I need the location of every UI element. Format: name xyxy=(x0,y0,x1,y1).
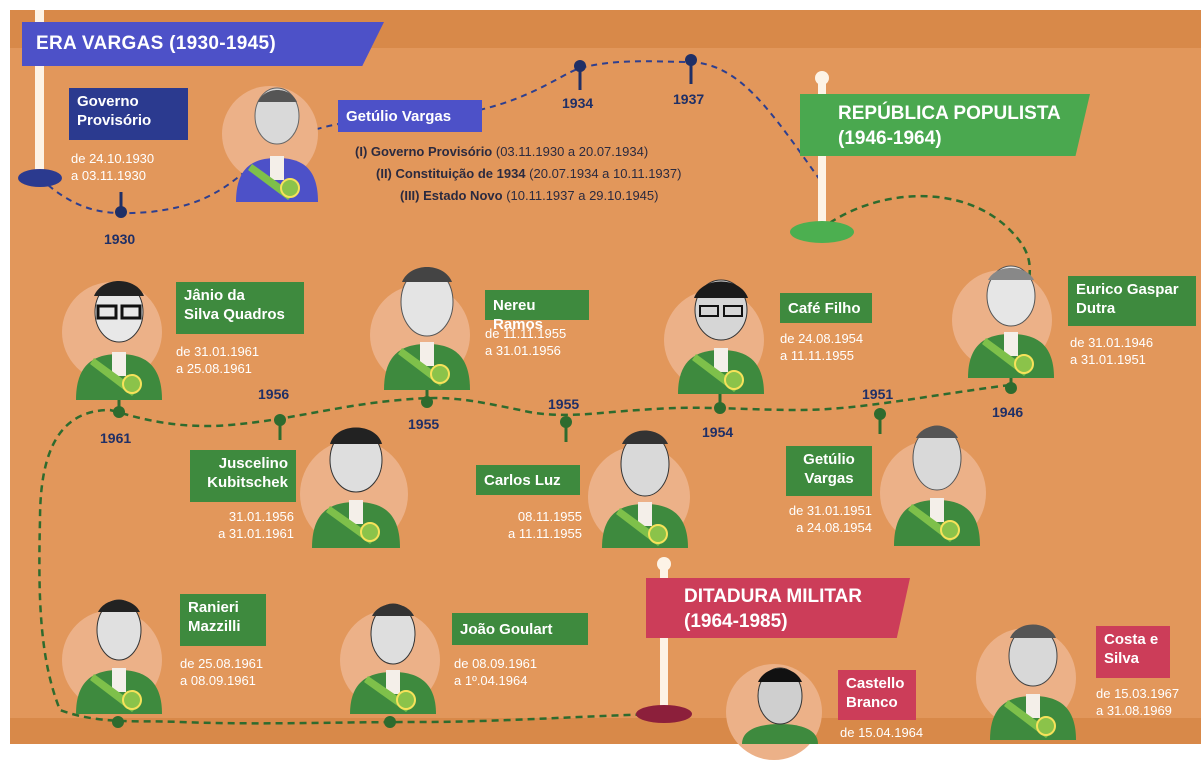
year-1961: 1961 xyxy=(100,430,132,446)
timeline-stage: ERA VARGAS (1930-1945) Governo Provisóri… xyxy=(10,10,1201,760)
janio-portrait xyxy=(76,281,162,400)
year-1946: 1946 xyxy=(992,404,1024,420)
getulio-vargas-2-portrait xyxy=(894,425,980,546)
period-1: (I) Governo Provisório (03.11.1930 a 20.… xyxy=(355,144,649,159)
era-vargas-banner: ERA VARGAS (1930-1945) xyxy=(22,22,384,66)
castello-portrait xyxy=(742,667,818,744)
year-1955-a: 1955 xyxy=(408,416,440,432)
ditadura-title-1: DITADURA MILITAR xyxy=(684,586,863,607)
year-1951: 1951 xyxy=(862,386,894,402)
period-3: (III) Estado Novo (10.11.1937 a 29.10.19… xyxy=(400,188,659,203)
getulio-vargas-portrait xyxy=(236,87,318,202)
jk-portrait xyxy=(312,427,400,548)
year-1937: 1937 xyxy=(673,91,705,107)
carlos-luz-portrait xyxy=(602,430,688,548)
ditadura-militar-banner: DITADURA MILITAR (1964-1985) xyxy=(646,578,910,638)
costa-portrait xyxy=(990,624,1076,740)
period-2: (II) Constituição de 1934 (20.07.1934 a … xyxy=(376,166,682,181)
year-1954: 1954 xyxy=(702,424,734,440)
cafe-portrait xyxy=(678,279,764,394)
era-vargas-title: ERA VARGAS (1930-1945) xyxy=(36,33,276,54)
nereu-portrait xyxy=(384,267,470,390)
carlos-luz-label: Carlos Luz xyxy=(476,465,580,495)
ditadura-title-2: (1964-1985) xyxy=(684,611,788,632)
year-1930: 1930 xyxy=(104,231,136,247)
republica-populista-title-2: (1946-1964) xyxy=(838,128,942,149)
mazzilli-portrait xyxy=(76,599,162,714)
goulart-portrait xyxy=(350,603,436,714)
goulart-label: João Goulart xyxy=(452,613,588,645)
governo-provisorio-label: Governo Provisório xyxy=(69,88,188,140)
nereu-label: Nereu Ramos xyxy=(485,290,589,333)
republica-populista-title-1: REPÚBLICA POPULISTA xyxy=(838,103,1061,124)
castello-dates: de 15.04.1964 xyxy=(840,725,924,740)
getulio-vargas-label: Getúlio Vargas xyxy=(338,100,482,132)
year-1956: 1956 xyxy=(258,386,290,402)
republica-populista-banner: REPÚBLICA POPULISTA (1946-1964) xyxy=(800,94,1090,156)
cafe-label: Café Filho xyxy=(780,293,872,323)
year-1934: 1934 xyxy=(562,95,594,111)
year-1955-b: 1955 xyxy=(548,396,580,412)
dutra-portrait xyxy=(968,265,1054,378)
